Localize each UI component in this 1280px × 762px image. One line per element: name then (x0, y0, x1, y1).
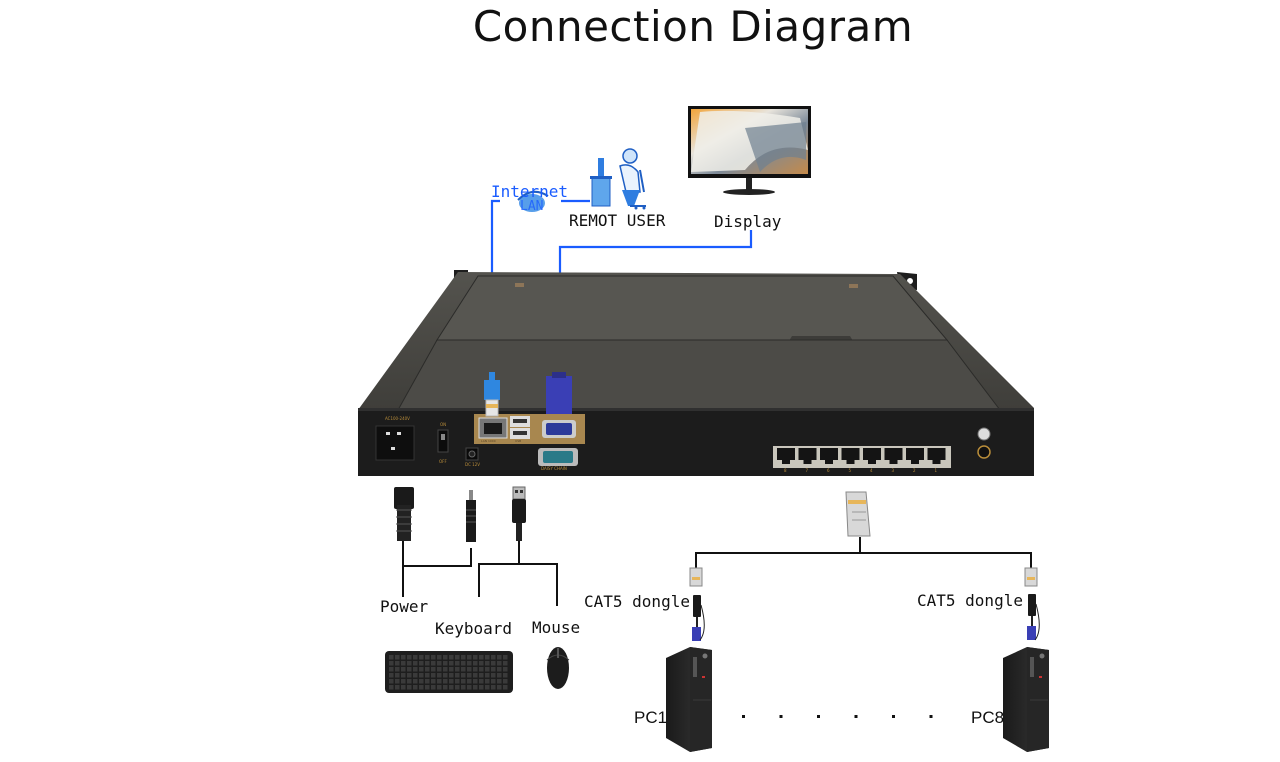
display-monitor-icon (688, 106, 811, 195)
vga-plug-icon (546, 372, 572, 414)
cat5-dongle-left-label: CAT5 dongle (584, 592, 690, 611)
remote-user-label: REMOT USER (569, 211, 666, 230)
mouse-icon (546, 647, 570, 689)
ellipsis-dot (892, 715, 895, 718)
usb-port-label: USB (515, 439, 522, 443)
ellipsis-dot (854, 715, 858, 718)
dc-input-label: DC 12V (465, 462, 480, 467)
pc1-label: PC1 (634, 708, 668, 727)
daisy-chain-label: DAISY CHAIN (541, 466, 567, 471)
lan-label: LAN (520, 199, 544, 214)
remote-user-icon (590, 148, 646, 210)
rj45-port-number: 8 (784, 468, 787, 473)
usb-plug-icon (512, 486, 526, 541)
switch-off-label: OFF (439, 459, 447, 464)
pc1-tower-icon (666, 647, 712, 752)
pc8-label: PC8 (971, 708, 1005, 727)
rj45-port-number: 1 (934, 468, 938, 473)
power-label: Power (380, 597, 429, 616)
rj45-port (820, 448, 838, 464)
cat5-dongle-left-icon (689, 567, 705, 641)
display-label: Display (714, 212, 782, 231)
rj45-port-number: 3 (891, 468, 895, 473)
dc-barrel-plug-icon (466, 490, 476, 542)
rj45-port (777, 448, 795, 464)
peripheral-wires (402, 540, 558, 606)
rj45-port-number: 2 (913, 468, 916, 473)
cat5-dongle-right-label: CAT5 dongle (917, 591, 1023, 610)
rj45-port-number: 4 (870, 468, 873, 473)
ellipsis-dot (817, 715, 820, 718)
rj45-port-group (777, 448, 946, 464)
lan-port-label: LAN 1000 (481, 439, 496, 443)
kvm-console-chassis (358, 270, 1034, 476)
mouse-label: Mouse (532, 618, 581, 637)
cat5-wires (695, 537, 1032, 568)
keyboard-icon (385, 651, 513, 693)
diagram-title: Connection Diagram (472, 2, 914, 51)
ac-input-label: AC100-240V (385, 416, 410, 421)
rj45-port (841, 448, 860, 464)
rj45-port (798, 448, 817, 464)
rj45-port (884, 448, 903, 464)
pc-ellipsis (742, 715, 933, 718)
lan-plug-icon (484, 372, 500, 417)
ellipsis-dot (929, 715, 933, 718)
rj45-port-number: 5 (848, 468, 852, 473)
cat5-dongle-right-icon (1024, 567, 1040, 641)
ellipsis-dot (779, 715, 783, 718)
rj45-port (863, 448, 881, 464)
internet-globe-icon (517, 190, 549, 212)
rj45-plug-icon (845, 491, 871, 537)
switch-on-label: ON (440, 422, 447, 427)
rj45-port-number: 6 (827, 468, 830, 473)
internet-label: Internet (491, 182, 569, 201)
pc8-tower-icon (1003, 647, 1049, 752)
rj45-port-number: 7 (805, 468, 809, 473)
rj45-port (906, 448, 924, 464)
keyboard-label: Keyboard (435, 619, 513, 638)
ellipsis-dot (742, 715, 745, 718)
power-cord-plug-icon (394, 487, 414, 541)
rj45-port (927, 448, 946, 464)
